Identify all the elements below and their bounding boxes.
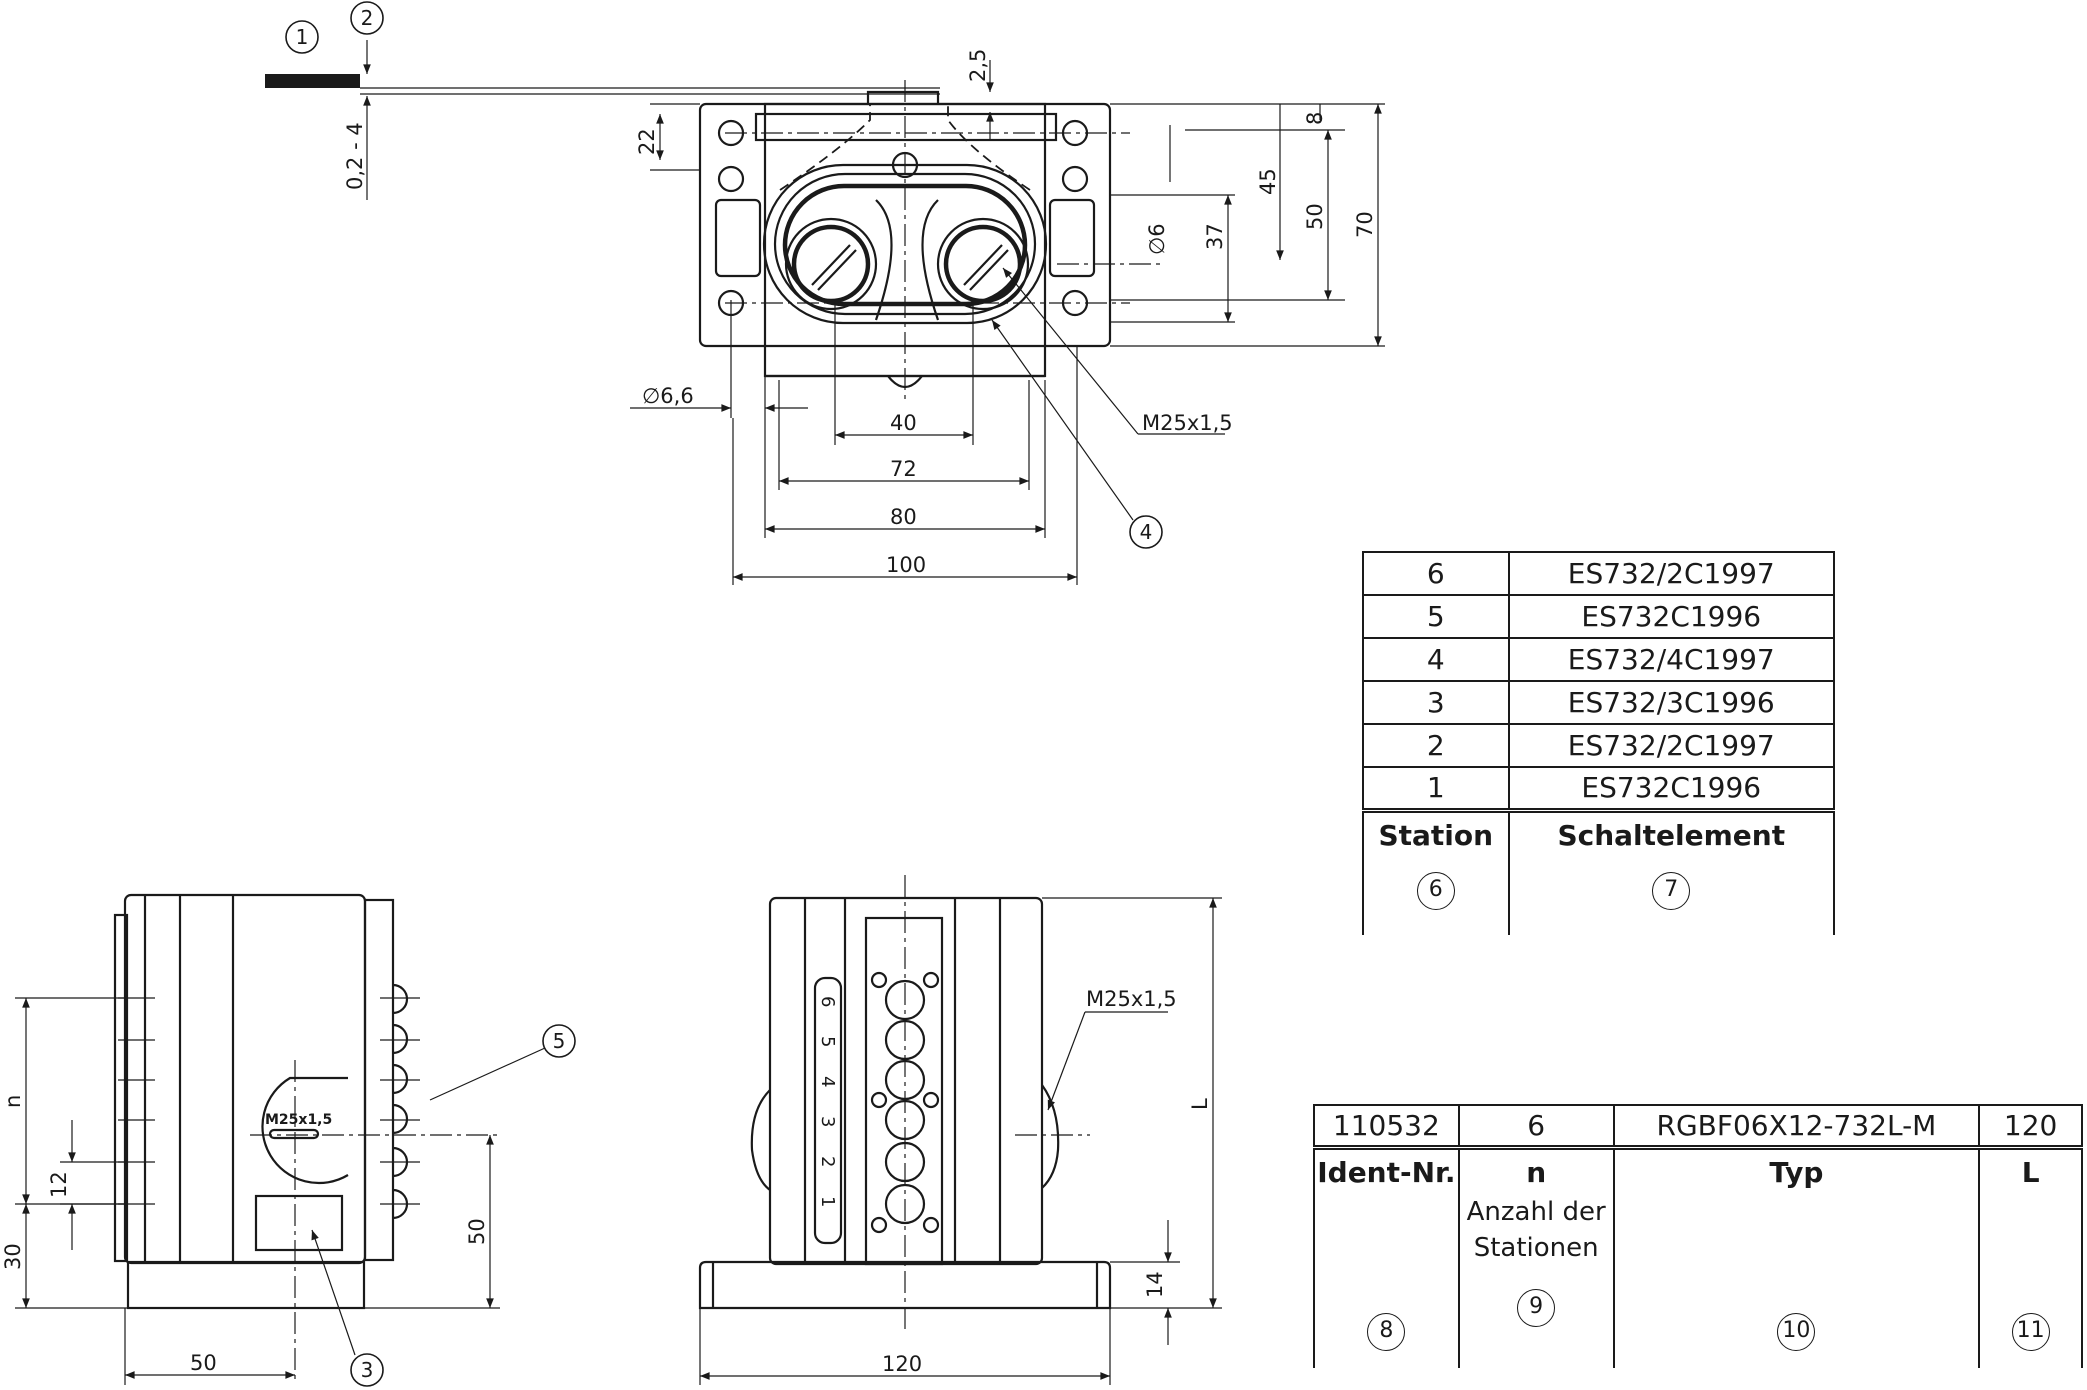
dim-12: 12 — [47, 1171, 71, 1198]
dim-72: 72 — [890, 457, 917, 481]
table-header-row: Ident-Nr. 8 n Anzahl der Stationen 9 Typ… — [1313, 1144, 2083, 1368]
dim-2-5: 2,5 — [966, 49, 990, 82]
callout-6: 6 — [1416, 871, 1455, 910]
n-sub-2: Stationen — [1473, 1232, 1599, 1263]
svg-text:4: 4 — [1140, 520, 1153, 544]
dim-45: 45 — [1256, 168, 1280, 195]
table-header-row: Station 6 Schaltelement 7 — [1362, 807, 1836, 935]
thread-label: M25x1,5 — [1142, 411, 1233, 435]
callout-8: 8 — [1367, 1312, 1406, 1351]
n-value: 6 — [1457, 1104, 1615, 1148]
typ-value: RGBF06X12-732L-M — [1612, 1104, 1981, 1148]
front-thread-label: M25x1,5 — [1086, 987, 1177, 1011]
header-element: Schaltelement — [1557, 818, 1786, 852]
top-view: 0,2 - 4 — [265, 40, 1385, 585]
svg-text:4: 4 — [817, 1076, 838, 1087]
dim-50: 50 — [1303, 203, 1327, 230]
ident-table: 110532 6 RGBF06X12-732L-M 120 Ident-Nr. … — [1313, 1104, 2083, 1368]
callout-4: 4 — [1129, 515, 1163, 549]
callout-10: 10 — [1777, 1312, 1816, 1351]
svg-text:6: 6 — [817, 996, 838, 1007]
svg-text:3: 3 — [361, 1358, 374, 1382]
dim-22: 22 — [635, 128, 659, 155]
dim-30: 30 — [1, 1243, 25, 1270]
dim-14: 14 — [1143, 1271, 1167, 1298]
dim-L: L — [1188, 1098, 1212, 1110]
dim-80: 80 — [890, 505, 917, 529]
svg-text:1: 1 — [817, 1196, 838, 1207]
dim-100: 100 — [886, 553, 926, 577]
dim-phi6: ∅6 — [1145, 223, 1169, 255]
dim-phi6-6: ∅6,6 — [642, 384, 694, 408]
svg-text:5: 5 — [553, 1029, 566, 1053]
seal-strip — [265, 74, 360, 88]
table-row: 110532 6 RGBF06X12-732L-M 120 — [1313, 1104, 2083, 1148]
header-typ: Typ — [1769, 1155, 1824, 1189]
front-view: 6 5 4 3 2 1 L 14 120 M25x1,5 — [698, 875, 1222, 1385]
callout-7: 7 — [1652, 871, 1691, 910]
header-L: L — [2021, 1155, 2040, 1189]
dim-50-right: 50 — [465, 1218, 489, 1245]
callout-3: 3 — [350, 1353, 384, 1387]
header-ident: Ident-Nr. — [1317, 1155, 1456, 1189]
side-bumps — [392, 983, 409, 1220]
header-n: n — [1526, 1155, 1547, 1189]
n-sub-1: Anzahl der — [1466, 1196, 1606, 1227]
callout-1: 1 — [285, 20, 319, 54]
dim-70: 70 — [1353, 211, 1377, 238]
svg-text:3: 3 — [817, 1116, 838, 1127]
header-station: Station — [1378, 818, 1494, 852]
dim-8: 8 — [1303, 112, 1327, 125]
station-labels: 6 5 4 3 2 1 — [817, 996, 838, 1207]
svg-text:2: 2 — [361, 6, 374, 30]
svg-text:1: 1 — [296, 25, 309, 49]
callout-2: 2 — [350, 1, 384, 35]
dim-50-bottom: 50 — [190, 1351, 217, 1375]
svg-text:5: 5 — [817, 1036, 838, 1047]
side-view: M25x1,5 n 30 12 50 50 — [1, 893, 546, 1385]
ident-value: 110532 — [1313, 1104, 1460, 1148]
dim-120: 120 — [882, 1352, 922, 1376]
callout-11: 11 — [2011, 1312, 2050, 1351]
dim-n: n — [1, 1095, 25, 1108]
svg-text:2: 2 — [817, 1156, 838, 1167]
callout-9: 9 — [1517, 1288, 1556, 1327]
side-thread-label: M25x1,5 — [265, 1112, 332, 1128]
callout-5: 5 — [542, 1024, 576, 1058]
dim-37: 37 — [1203, 223, 1227, 250]
L-value: 120 — [1978, 1104, 2083, 1148]
dim-40: 40 — [890, 411, 917, 435]
dim-0-2-4: 0,2 - 4 — [343, 122, 367, 190]
